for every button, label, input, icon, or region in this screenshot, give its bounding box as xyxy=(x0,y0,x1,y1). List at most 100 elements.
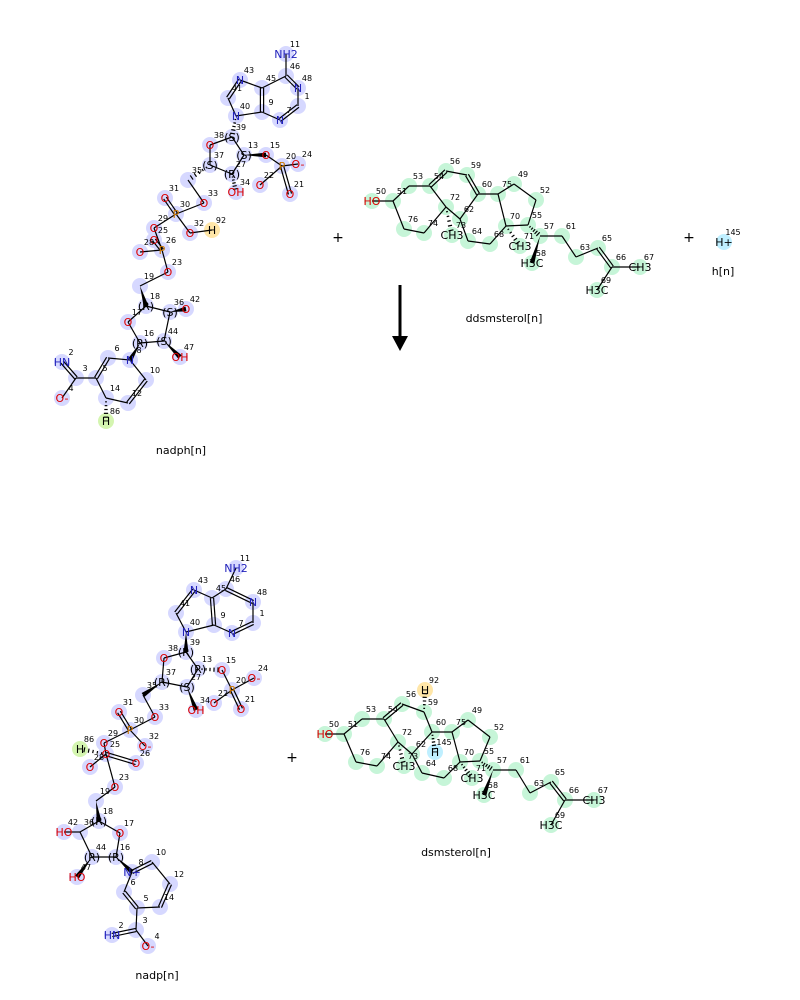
nadph-bond-19-18 xyxy=(140,286,149,307)
ddsmsterol-atom-55-number: 55 xyxy=(532,211,542,220)
nadph-atom-47-label: OH xyxy=(172,351,189,364)
nadp-bond-8-10 xyxy=(131,860,153,874)
nadph-bond-1-7 xyxy=(278,104,300,122)
nadph-atom-21-number: 21 xyxy=(294,180,304,189)
nadph-atom-2-label: HN xyxy=(54,356,71,369)
nadp-atom-39-label: (R) xyxy=(178,646,194,659)
dsmsterol-name: dsmsterol[n] xyxy=(421,846,491,859)
nadph-bond-10-8 xyxy=(129,359,147,381)
nadph-atom-2-highlight xyxy=(54,354,70,370)
nadph-atom-4-number: 4 xyxy=(68,384,73,393)
nadp-bond-12-14 xyxy=(157,883,173,908)
nadp-bond-7-9 xyxy=(213,624,233,634)
nadp-bond-1-7 xyxy=(231,621,254,635)
nadp-atom-43-label: N xyxy=(190,584,198,597)
nadp-bond-20-21 xyxy=(230,689,243,710)
nadph-bond-46-48 xyxy=(284,74,300,90)
nadph-bond-36-44 xyxy=(163,311,171,342)
nadp-atom-19-number: 19 xyxy=(100,787,110,796)
nadp-bond-3-2 xyxy=(111,927,137,938)
dsmsterol-atom-67-number: 67 xyxy=(598,786,608,795)
nadph-atom-20-number: 20 xyxy=(286,152,296,161)
nadph-atom-25-label: O xyxy=(150,234,159,247)
nadp-bond-20-24 xyxy=(231,677,255,691)
nadph-atom-44-number: 44 xyxy=(168,327,178,336)
nadph-atom-86-number: 86 xyxy=(110,407,120,416)
ddsmsterol-atom-59-number: 59 xyxy=(471,161,481,170)
nadp-atom-1-number: 1 xyxy=(259,609,264,618)
dsmsterol-bond-59-60 xyxy=(423,711,433,733)
nadp-bond-46-48 xyxy=(225,587,254,604)
dsmsterol-bond-56-59 xyxy=(401,703,425,713)
dsmsterol-atom-74-number: 74 xyxy=(381,752,391,761)
nadph-atom-6-number: 6 xyxy=(114,344,119,353)
ddsmsterol-atom-74-number: 74 xyxy=(428,219,438,228)
nadph-atom-17-label: O xyxy=(124,316,133,329)
nadph-atom-92-label: H xyxy=(208,224,216,237)
nadp-bond-5-3 xyxy=(135,907,138,931)
nadph-atom-86-label: H xyxy=(102,415,110,428)
dsmsterol-bond-51-53 xyxy=(343,718,363,735)
dsmsterol-bond-55-70 xyxy=(459,760,481,763)
nadp-atom-86-highlight xyxy=(72,741,88,757)
dsmsterol-atom-59-number: 59 xyxy=(428,698,438,707)
dsmsterol-atom-92-number: 92 xyxy=(429,676,439,685)
nadph-name: nadph[n] xyxy=(156,444,206,457)
nadp-bond-35-33 xyxy=(142,694,156,718)
dsmsterol-atom-68-number: 68 xyxy=(448,764,458,773)
nadp-atom-17-label: O xyxy=(116,827,125,840)
dsmsterol-atom-64-number: 64 xyxy=(426,759,436,768)
nadph-bond-32-92 xyxy=(189,229,213,234)
dsmsterol-atom-145-label: H xyxy=(431,746,439,759)
dsmsterol-atom-54-number: 54 xyxy=(388,705,398,714)
dsmsterol-atom-76-number: 76 xyxy=(360,748,370,757)
plus-sign-2: + xyxy=(683,230,695,246)
nadp-atom-25-number: 25 xyxy=(110,740,120,749)
nadp-atom-27-number: 27 xyxy=(191,673,201,682)
nadph-atom-92-number: 92 xyxy=(216,216,226,225)
nadph-bond-39-13 xyxy=(231,136,245,156)
nadph-bond-20-21 xyxy=(279,165,293,195)
nadph-bond-3-2 xyxy=(60,360,78,380)
nadph-atom-31-number: 31 xyxy=(169,184,179,193)
nadph-atom-41-number: 41 xyxy=(232,84,242,93)
nadph-bond-45-46 xyxy=(261,75,287,89)
ddsmsterol-atom-70-number: 70 xyxy=(510,212,520,221)
nadp-atom-47-number: 47 xyxy=(81,863,91,872)
nadph-bond-26-25 xyxy=(152,238,164,252)
nadph-atom-40-label: N xyxy=(232,110,240,123)
nadph-atom-9-number: 9 xyxy=(268,98,273,107)
nadp-atom-40-number: 40 xyxy=(190,618,200,627)
nadp-atom-23-number: 23 xyxy=(119,773,129,782)
nadp-atom-15-label: O xyxy=(218,664,227,677)
nadph-bond-26-28 xyxy=(139,249,163,253)
nadp-bond-39-38 xyxy=(163,651,187,659)
dsmsterol-atom-73-highlight xyxy=(396,758,412,774)
nadph-atom-40-number: 40 xyxy=(240,102,250,111)
nadp-atom-18-number: 18 xyxy=(103,807,113,816)
dsmsterol-atom-71-label: CH3 xyxy=(461,772,484,785)
dsmsterol-bond-76-51 xyxy=(343,733,357,763)
nadp-bond-45-46 xyxy=(211,588,227,599)
nadp-bond-45-43 xyxy=(193,589,213,599)
nadp-bond-37-35 xyxy=(141,682,162,697)
nadph-bond-30-32 xyxy=(175,213,191,234)
nadp-bond-44-47 xyxy=(75,857,92,879)
nadp-bond-13-27 xyxy=(186,668,199,688)
nadp-bond-43-41 xyxy=(174,588,196,615)
proton-atom-145-number: 145 xyxy=(725,228,740,237)
nadph-atom-30-number: 30 xyxy=(180,200,190,209)
ddsmsterol-bond-63-65 xyxy=(575,247,599,258)
nadp-atom-14-number: 14 xyxy=(164,893,174,902)
nadp-atom-20-number: 20 xyxy=(236,676,246,685)
nadp-atom-11-label: NH2 xyxy=(224,562,248,575)
nadph-atom-24-number: 24 xyxy=(302,150,312,159)
nadph-atom-10-number: 10 xyxy=(150,366,160,375)
nadph-atom-11-number: 11 xyxy=(290,40,300,49)
ddsmsterol-atom-71-highlight xyxy=(512,238,528,254)
dsmsterol-atom-56-number: 56 xyxy=(406,690,416,699)
nadp-atom-42-number: 42 xyxy=(68,818,78,827)
ddsmsterol-atom-68-number: 68 xyxy=(494,230,504,239)
nadph-bond-15-20 xyxy=(265,154,283,167)
nadph-bond-18-36 xyxy=(145,305,171,313)
